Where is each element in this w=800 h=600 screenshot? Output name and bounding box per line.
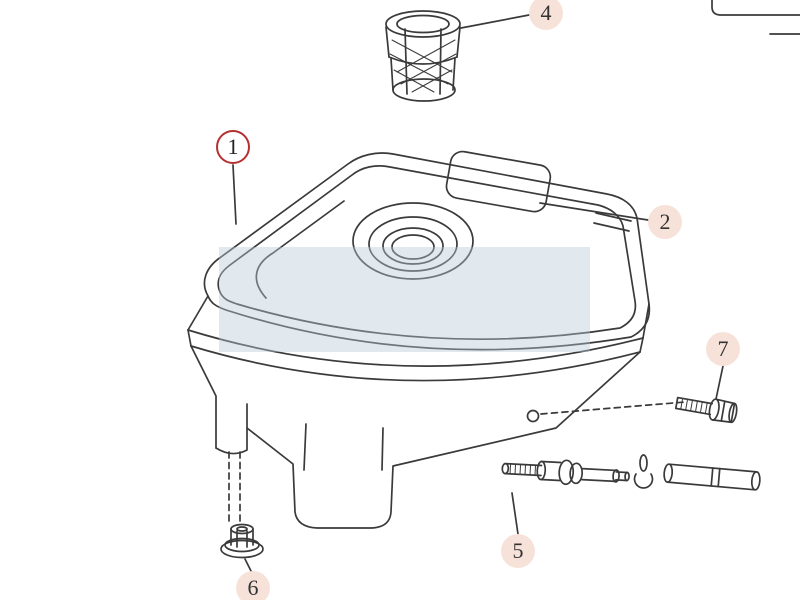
adjacent-part-corner [711,0,800,35]
callout-7-badge[interactable]: 7 [706,332,740,366]
callout-1-badge[interactable]: 1 [216,130,250,164]
highlight-overlay [219,247,590,352]
flange-nut-drawing [220,523,264,559]
callout-2-badge[interactable]: 2 [648,205,682,239]
fuel-hose-drawing [663,463,761,491]
callout-5-badge[interactable]: 5 [501,534,535,568]
diagram-line-art [187,0,800,572]
fuel-valve-drawing [501,459,630,486]
fuel-tank-drawing [187,150,686,529]
callout-6-badge[interactable]: 6 [236,571,270,600]
hose-clamp-drawing [633,454,654,489]
leader-lines [232,14,724,572]
callout-4-badge[interactable]: 4 [529,0,563,30]
flange-bolt-drawing [674,396,738,424]
fuel-strainer-drawing [385,10,461,102]
